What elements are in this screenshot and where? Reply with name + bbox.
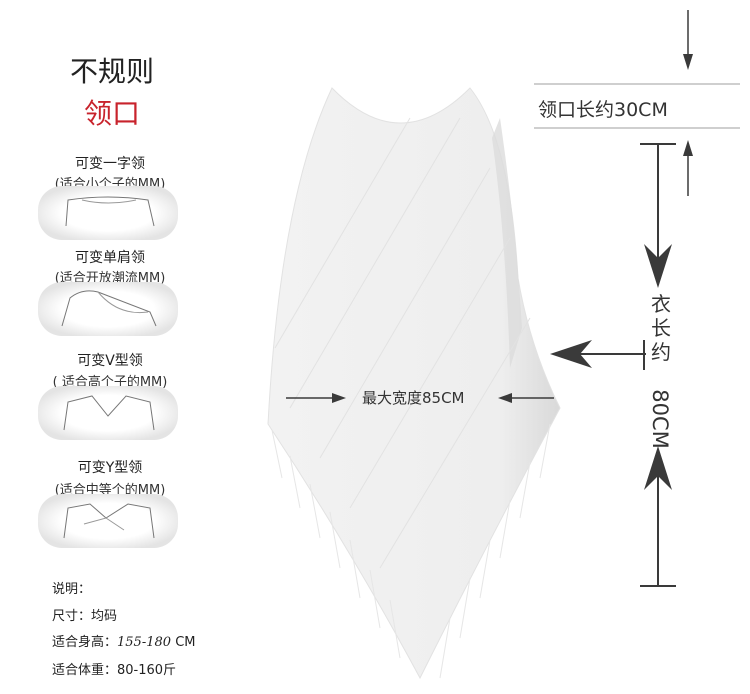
neck-style-1-name: 可变一字领 xyxy=(75,156,145,172)
neck-style-3-name: 可变V型领 xyxy=(77,353,143,369)
length-arrow-pointer-icon xyxy=(550,340,646,370)
neck-arrow-up-icon xyxy=(683,140,693,196)
length-label: 衣 长 约 xyxy=(648,292,674,364)
width-label: 最大宽度85CM xyxy=(362,389,465,407)
length-char-1: 衣 xyxy=(651,292,671,316)
notes-title: 说明： xyxy=(52,582,92,597)
heading-line1: 不规则 xyxy=(69,55,154,88)
weight-note: 适合体重：80-160斤 xyxy=(52,663,177,678)
width-arrow-left-icon xyxy=(286,393,346,403)
length-arrow-top-icon xyxy=(640,143,676,288)
v-neck-illustration xyxy=(38,386,178,440)
poncho-illustration xyxy=(267,87,561,680)
height-label: 适合身高： xyxy=(52,635,118,650)
heading-line2: 领口 xyxy=(83,97,140,130)
height-note: 适合身高：155-180 CM xyxy=(52,631,195,650)
neck-length-label: 领口长约30CM xyxy=(538,99,668,121)
neck-style-4-name: 可变Y型领 xyxy=(77,460,143,476)
length-char-2: 长 xyxy=(651,316,671,340)
height-unit: CM xyxy=(175,635,196,650)
y-neck-illustration xyxy=(38,494,178,548)
neck-guide-lines xyxy=(534,83,740,129)
size-note: 尺寸：均码 xyxy=(52,609,118,624)
neck-style-2-name: 可变单肩领 xyxy=(75,250,145,266)
one-shoulder-illustration xyxy=(38,282,178,336)
length-arrow-bottom-icon xyxy=(640,446,676,587)
width-arrow-right-icon xyxy=(498,393,554,403)
length-char-3: 约 xyxy=(651,340,671,364)
neck-arrow-down-icon xyxy=(683,10,693,70)
boat-neck-illustration xyxy=(38,186,178,240)
height-value: 155-180 xyxy=(117,635,172,650)
